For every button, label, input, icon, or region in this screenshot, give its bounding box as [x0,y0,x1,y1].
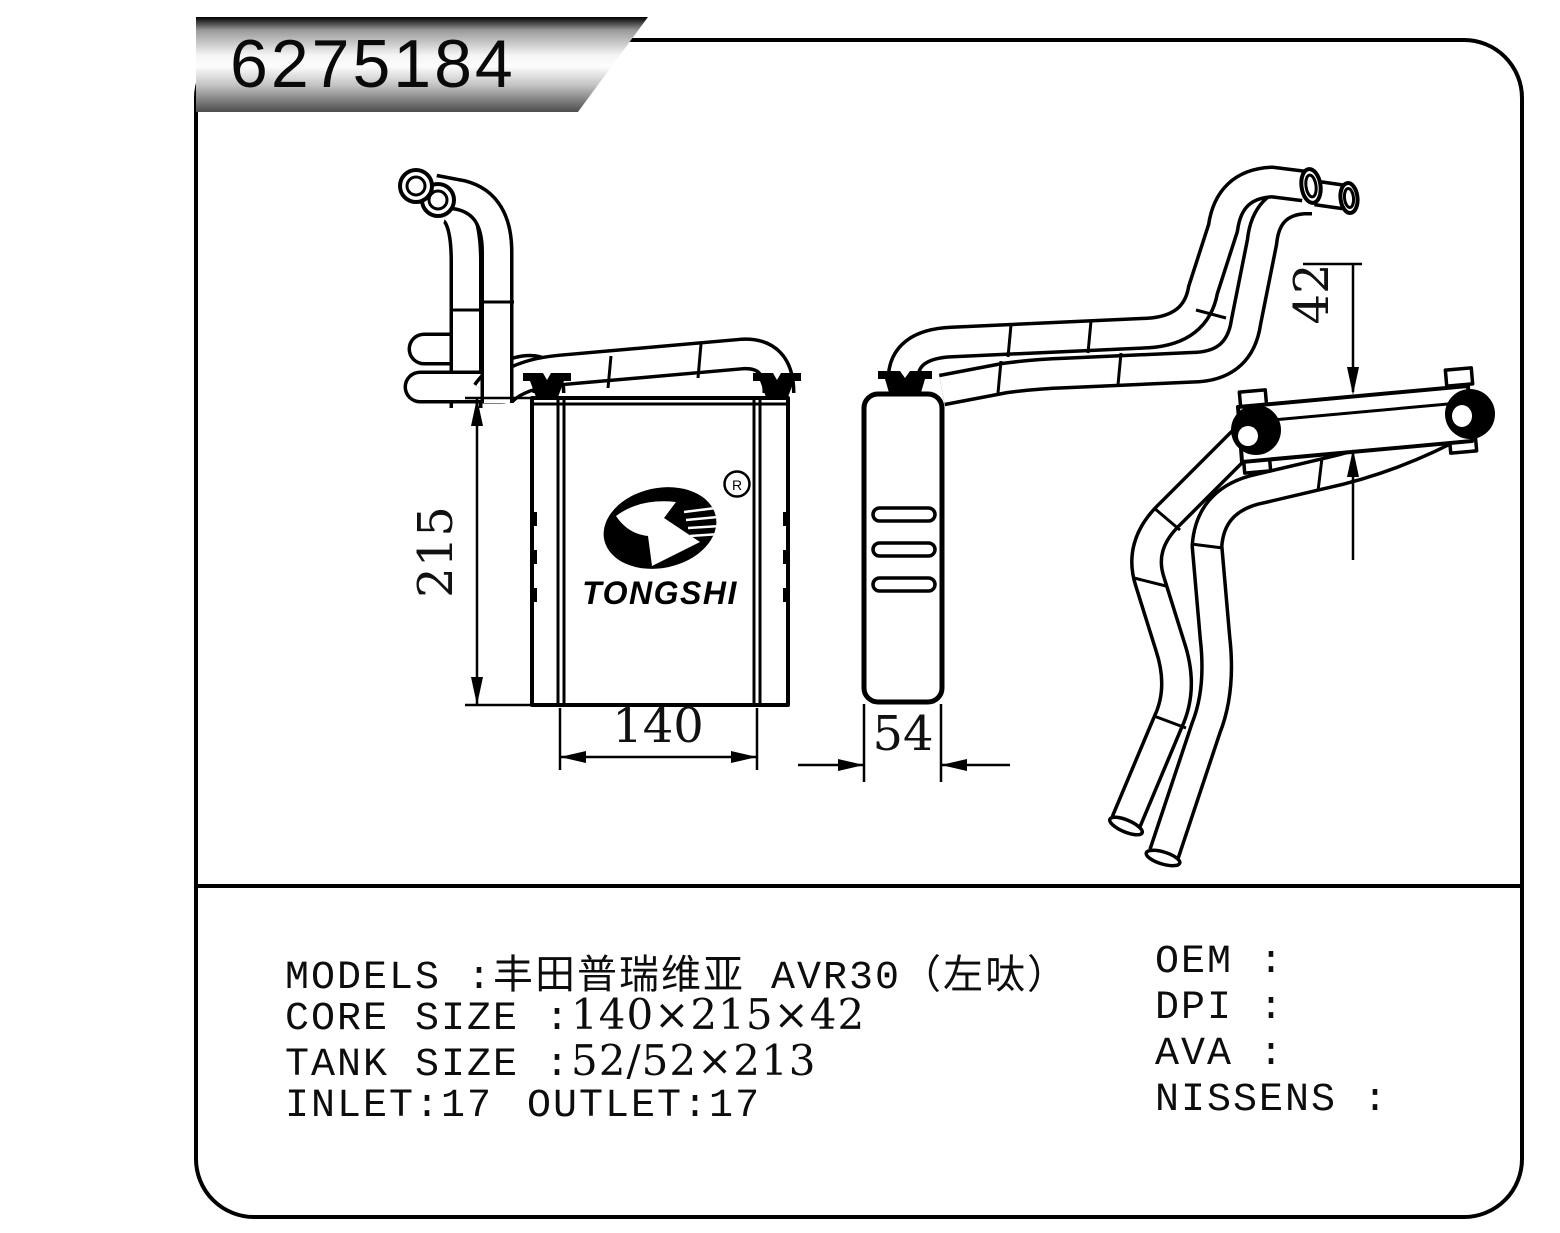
models-label: MODELS : [285,956,494,1001]
ava-label: AVA : [1155,1032,1286,1077]
spec-row-dpi: DPI : [1155,986,1285,1031]
dim-thickness-label: 42 [1284,263,1340,324]
dim-height-215 [465,396,534,707]
tongshi-logo: R TONGSHI [582,470,751,611]
side-view: 54 [798,165,1360,782]
dim-height-label: 215 [408,506,464,598]
models-value: 丰田普瑞维亚 AVR30（左呔） [493,956,1070,1001]
part-number-banner: 6275184 [196,17,648,112]
dpi-label: DPI : [1155,986,1286,1031]
spec-row-oem: OEM : [1155,940,1285,985]
spec-row-nissens: NISSENS : [1155,1078,1389,1123]
dim-depth-54 [798,704,1010,782]
core-size-label: CORE SIZE : [285,997,572,1042]
tank-size-label: TANK SIZE : [285,1043,572,1088]
dim-width-140 [558,708,759,770]
registered-mark-icon [723,470,751,498]
oem-label: OEM : [1155,940,1286,985]
side-pipe-collars [996,308,1227,394]
tank-slots [871,506,937,593]
spec-row-inlet-outlet: INLET:17 OUTLET:17 [285,1084,761,1129]
top-pipe-collars [1133,457,1324,730]
dim-thickness-42 [1303,262,1362,560]
top-view: 42 [1107,262,1495,868]
top-view-fittings [1231,389,1495,455]
inlet-value: INLET:17 [285,1084,494,1129]
front-view: R TONGSHI 215 140 [398,168,801,770]
nissens-label: NISSENS : [1155,1078,1390,1123]
spec-row-tank-size: TANK SIZE :52/52×213 [285,1036,816,1088]
tank-fitting [878,371,932,396]
spec-row-models: MODELS :丰田普瑞维亚 AVR30（左呔） [285,942,1069,1001]
outlet-value: OUTLET:17 [527,1084,762,1129]
logo-brand-text: TONGSHI [582,575,738,611]
dim-depth-label: 54 [872,706,933,762]
core-size-value: 140×215×42 [571,990,866,1039]
front-pipe-mouths [398,168,456,218]
core-fittings [523,373,801,397]
spec-row-core-size: CORE SIZE :140×215×42 [285,990,865,1042]
dim-width-label: 140 [612,698,704,754]
core-side-tabs [531,512,789,602]
spec-row-ava: AVA : [1155,1032,1285,1077]
registered-mark-letter: R [732,477,742,493]
tank-size-value: 52/52×213 [571,1036,817,1085]
part-number: 6275184 [230,26,516,102]
